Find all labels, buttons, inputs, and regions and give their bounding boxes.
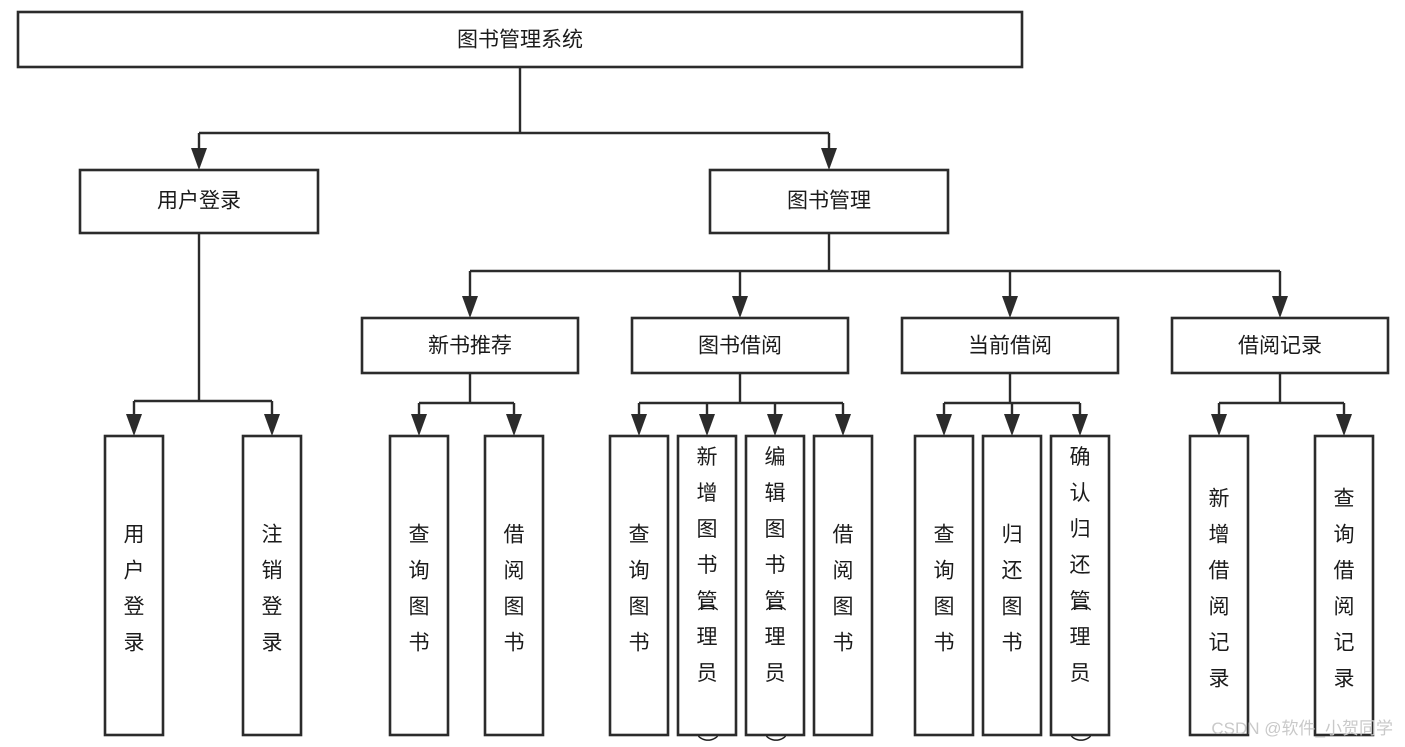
node-leaf-user-logout-box[interactable] (241, 434, 303, 737)
node-borrow-record[interactable]: 借阅记录 (1170, 316, 1390, 375)
node-leaf-user-login-box[interactable] (103, 434, 165, 737)
node-leaf-query-book-cur[interactable]: 查询图书 (913, 434, 975, 737)
arrow-bookborrow-to-leaf-borrow-book (835, 414, 851, 436)
node-current-borrow[interactable]: 当前借阅 (900, 316, 1120, 375)
node-leaf-return-book[interactable]: 归还图书 (981, 434, 1043, 737)
node-new-book-recommend-box[interactable] (360, 316, 580, 375)
node-leaf-edit-book-admin[interactable]: 编辑图书管理员（ ） (744, 434, 806, 747)
node-leaf-query-borrow-rec[interactable]: 查询借阅记录 (1313, 434, 1375, 737)
node-leaf-query-borrow-rec-box[interactable] (1313, 434, 1375, 737)
arrow-borrowrecord-to-leaf-add-borrow-rec (1211, 414, 1227, 436)
node-leaf-query-book-bor-label: 查询图书 (629, 524, 650, 655)
arrow-root-to-user-login (191, 148, 207, 170)
csdn-watermark: CSDN @软件_小贺同学 (1211, 719, 1393, 738)
arrow-currentborrow-to-leaf-query-book (936, 414, 952, 436)
arrow-bookmanage-to-current-borrow (1002, 296, 1018, 318)
arrow-bookborrow-to-leaf-query-book (631, 414, 647, 436)
node-leaf-borrow-book-rec-label: 借阅图书 (504, 524, 525, 655)
arrow-bookmanage-to-borrow-record (1272, 296, 1288, 318)
node-book-manage-box[interactable] (708, 168, 950, 235)
node-leaf-user-logout[interactable]: 注销登录 (241, 434, 303, 737)
node-leaf-return-book-box[interactable] (981, 434, 1043, 737)
node-leaf-add-borrow-rec[interactable]: 新增借阅记录 (1188, 434, 1250, 737)
node-leaf-confirm-return[interactable]: 确认归还管理员（ ） (1049, 434, 1111, 747)
node-new-book-recommend[interactable]: 新书推荐 (360, 316, 580, 375)
node-current-borrow-box[interactable] (900, 316, 1120, 375)
edge-bookmanage-bus (468, 233, 1282, 302)
node-leaf-edit-book-admin-box[interactable] (744, 434, 806, 737)
node-user-login-label: 用户登录 (157, 190, 241, 213)
node-leaf-add-book-admin-box[interactable] (676, 434, 738, 737)
arrow-newbookrec-to-leaf-query-book (411, 414, 427, 436)
arrow-userlogin-to-leaf-user-login (126, 414, 142, 436)
node-user-login-box[interactable] (78, 168, 320, 235)
node-leaf-query-book-rec-box[interactable] (388, 434, 450, 737)
node-book-borrow[interactable]: 图书借阅 (630, 316, 850, 375)
node-leaf-add-borrow-rec-box[interactable] (1188, 434, 1250, 737)
node-book-manage[interactable]: 图书管理 (708, 168, 950, 235)
node-leaf-user-login-label: 用户登录 (124, 524, 145, 655)
node-leaf-edit-book-admin-label: 编辑图书管理员 (765, 446, 786, 685)
node-leaf-confirm-return-box[interactable] (1049, 434, 1111, 737)
node-leaf-add-book-admin[interactable]: 新增图书管理员（ ） (676, 434, 738, 747)
node-leaf-borrow-book-bor[interactable]: 借阅图书 (812, 434, 874, 737)
node-current-borrow-label: 当前借阅 (968, 335, 1052, 358)
edge-borrowrecord-bus (1217, 373, 1346, 420)
edge-root-bus (197, 67, 831, 154)
node-root[interactable]: 图书管理系统 (16, 10, 1024, 69)
node-leaf-add-book-admin-label: 新增图书管理员 (697, 446, 718, 685)
node-root-label: 图书管理系统 (457, 29, 583, 52)
paren-glyph: （ (695, 591, 718, 612)
node-leaf-query-book-rec[interactable]: 查询图书 (388, 434, 450, 737)
node-borrow-record-label: 借阅记录 (1238, 335, 1322, 358)
node-leaf-add-borrow-rec-label: 新增借阅记录 (1209, 488, 1230, 691)
node-leaf-query-book-bor[interactable]: 查询图书 (608, 434, 670, 737)
node-leaf-query-book-rec-label: 查询图书 (409, 524, 430, 655)
arrow-borrowrecord-to-leaf-query-borrow-rec (1336, 414, 1352, 436)
node-leaf-query-borrow-rec-label: 查询借阅记录 (1334, 488, 1355, 691)
leaf-node-layer: 用户登录注销登录查询图书借阅图书查询图书新增图书管理员（）编辑图书管理员（）借阅… (103, 434, 1375, 747)
connector-layer (126, 67, 1352, 436)
arrow-userlogin-to-leaf-user-logout (264, 414, 280, 436)
node-leaf-borrow-book-rec-box[interactable] (483, 434, 545, 737)
edge-userlogin-bus (132, 233, 274, 420)
node-leaf-borrow-book-rec[interactable]: 借阅图书 (483, 434, 545, 737)
edge-bookborrow-bus (637, 373, 845, 420)
paren-glyph: （ (763, 591, 786, 612)
node-leaf-query-book-bor-box[interactable] (608, 434, 670, 737)
arrow-bookmanage-to-new-book-recommend (462, 296, 478, 318)
edge-currentborrow-bus (942, 373, 1082, 420)
node-book-borrow-box[interactable] (630, 316, 850, 375)
node-root-box[interactable] (16, 10, 1024, 69)
node-leaf-confirm-return-label: 确认归还管理员 (1070, 446, 1091, 685)
node-leaf-borrow-book-bor-label: 借阅图书 (833, 524, 854, 655)
paren-glyph: ） (763, 735, 786, 747)
arrow-root-to-book-manage (821, 148, 837, 170)
node-leaf-return-book-label: 归还图书 (1002, 524, 1023, 655)
arrow-bookborrow-to-leaf-add-book (699, 414, 715, 436)
node-leaf-query-book-cur-box[interactable] (913, 434, 975, 737)
arrow-newbookrec-to-leaf-borrow-book (506, 414, 522, 436)
arrow-bookmanage-to-book-borrow (732, 296, 748, 318)
node-new-book-recommend-label: 新书推荐 (428, 335, 512, 358)
arrow-currentborrow-to-leaf-confirm-return (1072, 414, 1088, 436)
node-leaf-query-book-cur-label: 查询图书 (934, 524, 955, 655)
node-book-manage-label: 图书管理 (787, 190, 871, 213)
paren-glyph: ） (695, 735, 718, 747)
arrow-bookborrow-to-leaf-edit-book (767, 414, 783, 436)
node-leaf-borrow-book-bor-box[interactable] (812, 434, 874, 737)
node-user-login[interactable]: 用户登录 (78, 168, 320, 235)
paren-glyph: ） (1068, 735, 1091, 747)
arrow-currentborrow-to-leaf-return-book (1004, 414, 1020, 436)
paren-glyph: （ (1068, 591, 1091, 612)
edge-newbookrec-bus (417, 373, 516, 420)
node-borrow-record-box[interactable] (1170, 316, 1390, 375)
node-leaf-user-login[interactable]: 用户登录 (103, 434, 165, 737)
node-book-borrow-label: 图书借阅 (698, 335, 782, 358)
node-leaf-user-logout-label: 注销登录 (262, 524, 283, 655)
